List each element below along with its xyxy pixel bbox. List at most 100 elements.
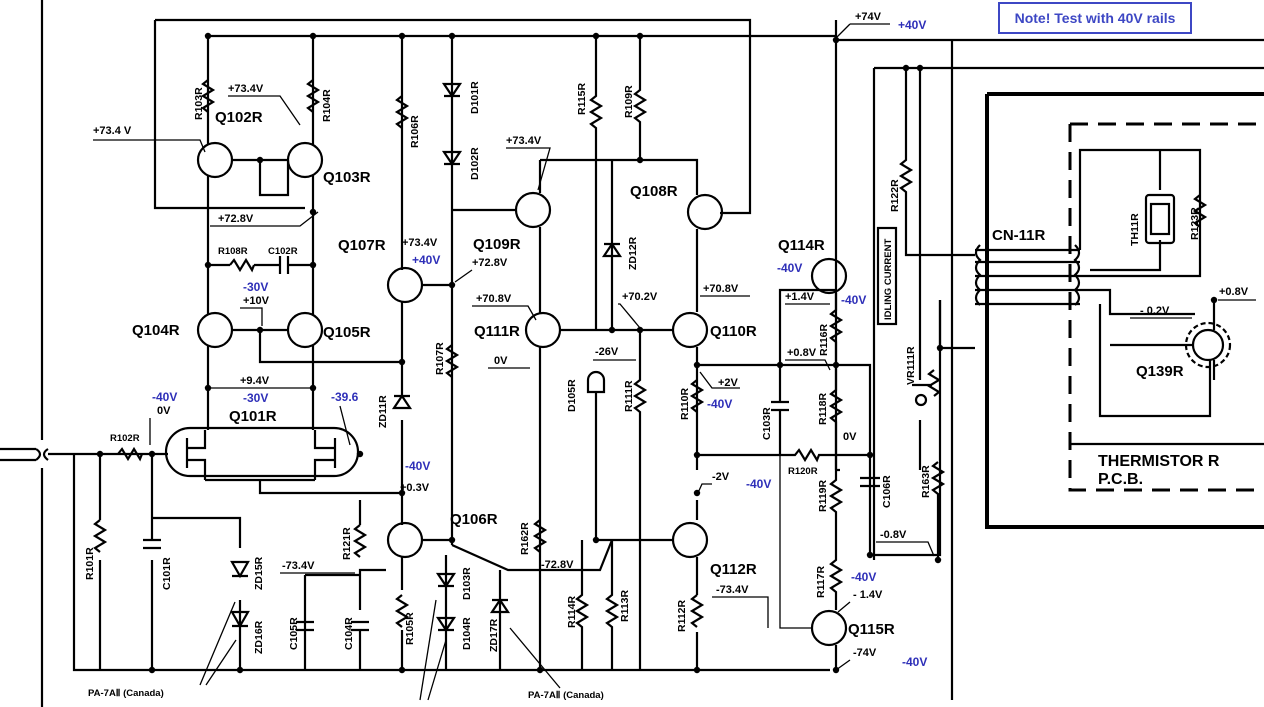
r109r-zig [632,80,648,160]
r103r-label: R103R [193,87,205,120]
blue-minus40-6: -40V [841,293,866,307]
d101r-d102r [441,80,463,300]
q105r-label: Q105R [323,324,371,341]
c106r-label: C106R [881,475,893,508]
q111-q110-wires [538,328,699,670]
q104-q105-wires [206,295,402,385]
q139r-label: Q139R [1136,363,1184,380]
v-plus73-4-a: +73.4V [228,83,264,95]
blue-minus40-2: -40V [405,459,430,473]
v-leader-4 [149,405,351,446]
canada-label-2: PA-7AⅡ (Canada) [528,690,604,701]
r120r-wire [697,447,870,463]
c103r-label: C103R [761,407,773,440]
blue-minus40-3: -40V [707,397,732,411]
r118r-label: R118R [817,392,829,425]
r101r-label: R101R [84,547,96,580]
r102r-label: R102R [110,433,140,444]
r108r-zig [229,257,256,273]
r108r-label: R108R [218,246,248,257]
q101r-symbol [164,426,360,478]
r163r-zig [930,461,946,560]
r104r-zig [305,79,321,113]
idling-label: IDLING CURRENT [883,239,894,320]
q109r-symbol [514,191,552,229]
d102r-label: D102R [469,147,481,180]
q112r-wires [596,538,699,670]
v-leader-9 [618,303,641,329]
q107r-label: Q107R [338,237,386,254]
zd17r-symbol [489,570,511,670]
r108-bus [206,208,315,295]
q111r-label: Q111R [474,323,520,340]
zd16r-symbol [230,610,250,629]
v-plus9-4: +9.4V [240,375,270,387]
blue-plus40-a: +40V [412,253,440,267]
d104r-label: D104R [461,617,473,650]
blue-minus40-4: -40V [746,477,771,491]
r119r-label: R119R [817,479,829,512]
d103r-label: D103R [461,567,473,600]
v-leader-20 [876,541,935,557]
r121r-zig [352,500,368,558]
q112r-symbol [671,521,709,559]
v-plus0-8-b: +0.8V [1219,286,1249,298]
zd16r-label: ZD16R [253,620,265,654]
v-plus10: +10V [243,295,270,307]
canada-label-1: PA-7AⅡ (Canada) [88,688,164,699]
q106r-symbol [386,521,424,559]
r106r-label: R106R [409,115,421,148]
q103r-label: Q103R [323,169,371,186]
v-leader-19 [835,23,890,39]
q109r-wires [452,158,640,313]
d105r-label: D105R [566,379,578,412]
v-minus74: -74V [853,647,877,659]
th11r-symbol [1144,193,1176,245]
q103r-symbol [286,141,324,179]
r114r-r113r [574,540,620,670]
r111r-zig [632,330,648,670]
c105r-c104r [296,620,369,632]
q101r-inner [185,385,402,495]
zd15r-symbol [230,560,250,579]
v-minus0-8: -0.8V [880,529,907,541]
c101r-label: C101R [161,557,173,590]
canada-leader-2 [419,599,561,701]
v-leader-17 [779,455,851,629]
q115r-label: Q115R [848,621,895,638]
v-leader-1 [93,95,301,153]
q109r-label: Q109R [473,236,521,253]
r113r-label: R113R [619,589,631,622]
v-leader-2 [210,211,319,227]
v-leader-7 [472,305,537,321]
v-0-b: 0V [494,355,508,367]
r112r-label: R112R [676,599,688,632]
c104r-label: C104R [343,617,355,650]
q139r-symbol [1191,328,1225,362]
v-plus73-4-d: +73.4V [506,135,542,147]
v-0-c: 0V [843,431,857,443]
zd11r-symbol [391,394,413,410]
blue-minus30-b: -30V [243,391,268,405]
blue-minus39-6: -39.6 [331,390,359,404]
r111r-label: R111R [623,380,635,412]
pcb-dashed [1068,122,1264,492]
q110r-label: Q110R [710,323,757,340]
q102r-label: Q102R [215,109,263,126]
r122r-label: R122R [889,179,901,212]
zd17r-label: ZD17R [488,618,500,652]
v-minus26: -26V [595,346,619,358]
r117r-label: R117R [815,565,827,598]
v-leader-12 [699,371,740,389]
r107r-label: R107R [434,342,446,375]
v-plus2: +2V [718,377,739,389]
note-text: Note! Test with 40V rails [1014,10,1176,26]
right-bus [836,38,1264,700]
v-plus70-8-b: +70.8V [703,283,739,295]
r101r-zig [92,519,108,553]
zd15r-label: ZD15R [253,556,265,590]
r104r-label: R104R [321,89,333,122]
q114r-label: Q114R [778,237,825,254]
v-plus72-8-b: +72.8V [472,257,508,269]
q107r-wires [400,283,454,545]
